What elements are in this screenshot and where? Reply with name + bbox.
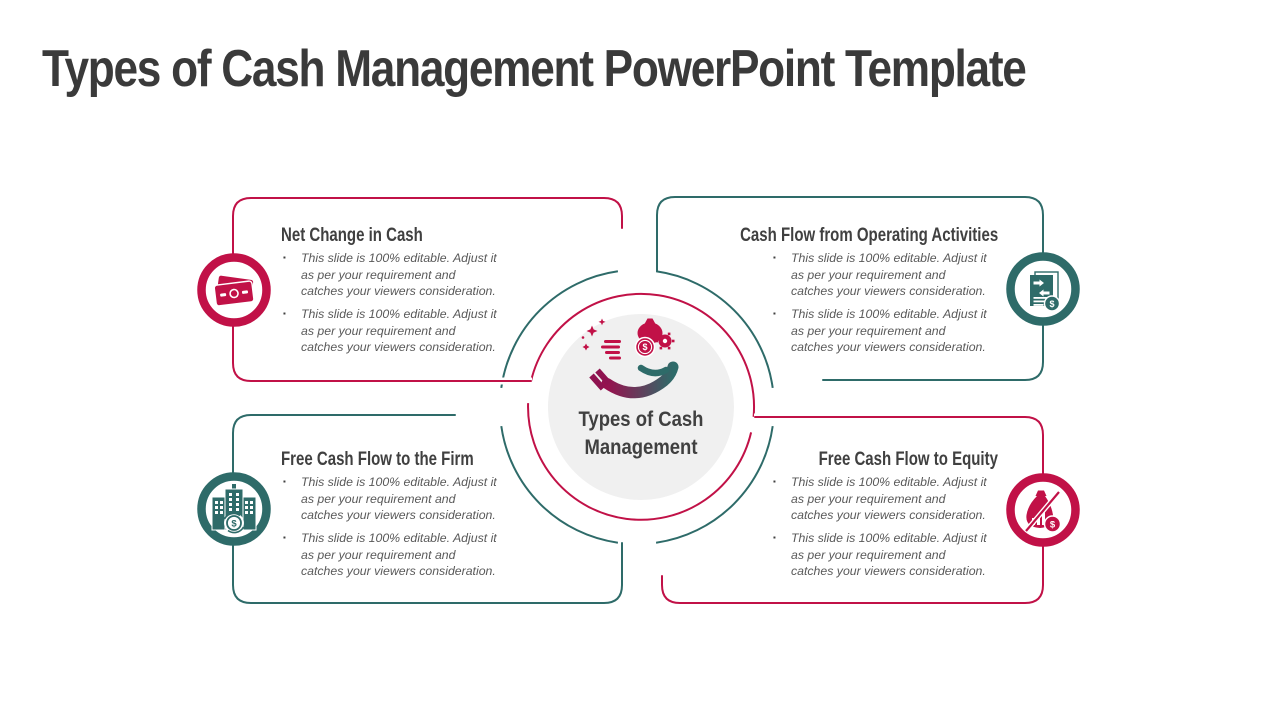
bullet-item: ▪ This slide is 100% editable. Adjust it… (773, 250, 998, 300)
bullet-line: This slide is 100% editable. Adjust it (301, 475, 497, 489)
bullet-line: catches your viewers consideration. (301, 564, 496, 578)
gear-icon (655, 332, 675, 350)
bullet-line: as per your requirement and (791, 547, 946, 562)
bullet-marker: ▪ (283, 533, 286, 542)
bullet-line: as per your requirement and (791, 323, 946, 338)
money-bills-icon (197, 253, 271, 327)
box-title: Net Change in Cash (281, 224, 423, 246)
box-outline-top-left (232, 197, 623, 382)
bullet-line: catches your viewers consideration. (791, 284, 986, 298)
bullet-marker: ▪ (773, 309, 776, 318)
company-buildings-icon: $ (197, 472, 271, 546)
bullet-line: as per your requirement and (301, 267, 456, 282)
box-free-cash-flow-to-the-firm: Free Cash Flow to the Firm ▪ This slide … (281, 448, 531, 580)
bullet-marker: ▪ (773, 253, 776, 262)
bullet-line: catches your viewers consideration. (301, 284, 496, 298)
bullet-item: ▪ This slide is 100% editable. Adjust it… (283, 474, 511, 524)
bullet-list: ▪ This slide is 100% editable. Adjust it… (283, 474, 511, 580)
bullet-line: catches your viewers consideration. (791, 340, 986, 354)
bullet-line: catches your viewers consideration. (301, 340, 496, 354)
bullet-list: ▪ This slide is 100% editable. Adjust it… (283, 250, 511, 356)
box-title: Free Cash Flow to the Firm (281, 448, 474, 470)
center-title-line: Types of Cash (578, 408, 704, 431)
bullet-line: catches your viewers consideration. (791, 564, 986, 578)
dollar-sign: $ (1049, 299, 1054, 309)
bullet-line: This slide is 100% editable. Adjust it (791, 531, 987, 545)
bullet-marker: ▪ (773, 477, 776, 486)
bullet-line: This slide is 100% editable. Adjust it (301, 307, 497, 321)
box-cash-flow-from-operating-activities: Cash Flow from Operating Activities ▪ Th… (663, 224, 998, 356)
bullet-item: ▪ This slide is 100% editable. Adjust it… (773, 530, 998, 580)
bullet-line: catches your viewers consideration. (301, 508, 496, 522)
bullet-list: ▪ This slide is 100% editable. Adjust it… (773, 474, 998, 580)
bullet-line: as per your requirement and (301, 547, 456, 562)
financial-document-icon: $ (1006, 252, 1080, 326)
bullet-marker: ▪ (773, 533, 776, 542)
center-title: Types of Cash Management (527, 406, 756, 462)
slide-title: Types of Cash Management PowerPoint Temp… (42, 40, 1027, 98)
bullet-line: This slide is 100% editable. Adjust it (301, 251, 497, 265)
dollar-sign: $ (231, 519, 237, 530)
bullet-line: as per your requirement and (301, 323, 456, 338)
box-net-change-in-cash: Net Change in Cash ▪ This slide is 100% … (281, 224, 511, 356)
dollar-sign: $ (642, 342, 647, 352)
bullet-line: as per your requirement and (791, 491, 946, 506)
bullet-marker: ▪ (283, 309, 286, 318)
bullet-line: This slide is 100% editable. Adjust it (791, 475, 987, 489)
center-title-line: Management (584, 436, 698, 459)
box-title: Cash Flow from Operating Activities (739, 224, 998, 246)
center-circle (548, 314, 734, 500)
bullet-item: ▪ This slide is 100% editable. Adjust it… (773, 306, 998, 356)
bullet-line: This slide is 100% editable. Adjust it (301, 531, 497, 545)
bullet-line: This slide is 100% editable. Adjust it (791, 251, 987, 265)
bullet-item: ▪ This slide is 100% editable. Adjust it… (283, 530, 511, 580)
hand-holding-money-icon: $ (581, 318, 679, 399)
box-outline-bottom-right (661, 416, 1044, 604)
bullet-line: as per your requirement and (791, 267, 946, 282)
box-free-cash-flow-to-equity: Free Cash Flow to Equity ▪ This slide is… (765, 448, 998, 580)
bullet-item: ▪ This slide is 100% editable. Adjust it… (773, 474, 998, 524)
bullet-marker: ▪ (283, 253, 286, 262)
bullet-marker: ▪ (283, 477, 286, 486)
box-outline-top-right (656, 196, 1044, 381)
bullet-item: ▪ This slide is 100% editable. Adjust it… (283, 250, 511, 300)
bullet-item: ▪ This slide is 100% editable. Adjust it… (283, 306, 511, 356)
bullet-list: ▪ This slide is 100% editable. Adjust it… (773, 250, 998, 356)
bullet-line: as per your requirement and (301, 491, 456, 506)
dollar-sign: $ (1050, 520, 1056, 531)
money-bag-icon: $ (1006, 473, 1080, 547)
box-title: Free Cash Flow to Equity (818, 448, 998, 470)
outer-ring-teal (500, 270, 774, 544)
bullet-line: catches your viewers consideration. (791, 508, 986, 522)
box-outline-bottom-left (232, 414, 623, 604)
inner-ring-crimson (527, 292, 756, 521)
bullet-line: This slide is 100% editable. Adjust it (791, 307, 987, 321)
